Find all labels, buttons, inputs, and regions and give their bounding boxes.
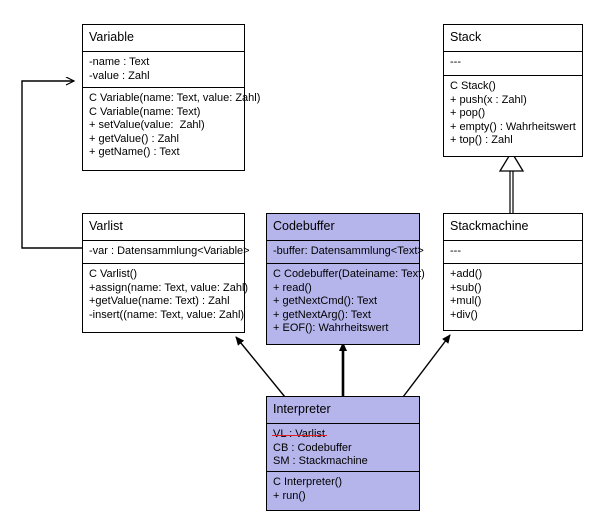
operation-row: +add() bbox=[450, 268, 483, 280]
class-operations-interpreter: C Interpreter() + run() bbox=[267, 472, 419, 510]
attribute-row: -name : Text bbox=[89, 56, 150, 68]
operation-row: + read() bbox=[273, 281, 312, 294]
operation-row: + push(x : Zahl) bbox=[450, 93, 527, 106]
class-box-interpreter[interactable]: Interpreter VL : Varlist CB : Codebuffer… bbox=[266, 396, 420, 511]
operation-row: + getNextArg(): Text bbox=[273, 308, 371, 321]
operation-row: C Stack() bbox=[450, 80, 496, 92]
operation-row: + top() : Zahl bbox=[450, 134, 513, 146]
operation-row: C Varlist() bbox=[89, 268, 138, 280]
operation-row: +mul() bbox=[450, 295, 482, 307]
class-name-codebuffer: Codebuffer bbox=[267, 214, 419, 241]
class-name-stackmachine: Stackmachine bbox=[444, 214, 582, 241]
attribute-row: CB : Codebuffer bbox=[273, 441, 352, 454]
operation-row: +div() bbox=[450, 308, 478, 321]
class-name-varlist: Varlist bbox=[83, 214, 244, 241]
attribute-row: -buffer: Datensammlung<Text> bbox=[273, 245, 424, 257]
attribute-row: --- bbox=[450, 245, 461, 257]
class-attributes-variable: -name : Text -value : Zahl bbox=[83, 52, 244, 88]
operation-row: -insert((name: Text, value: Zahl) bbox=[89, 308, 245, 321]
edge-interpreter-to-varlist bbox=[235, 336, 286, 398]
operation-row: + pop() bbox=[450, 107, 486, 119]
operation-row: + empty() : Wahrheitswert bbox=[450, 120, 576, 133]
class-box-varlist[interactable]: Varlist -var : Datensammlung<Variable> C… bbox=[82, 213, 250, 333]
class-name-stack: Stack bbox=[444, 25, 582, 52]
class-operations-codebuffer: C Codebuffer(Dateiname: Text) + read() +… bbox=[267, 264, 425, 344]
edge-varlist-to-variable bbox=[21, 81, 82, 249]
operation-row: + getName() : Text bbox=[89, 146, 180, 158]
edge-stackmachine-to-stack bbox=[498, 150, 525, 213]
operation-row: C Variable(name: Text, value: Zahl) bbox=[89, 92, 261, 104]
attribute-row: --- bbox=[450, 56, 461, 68]
class-name-variable: Variable bbox=[83, 25, 244, 52]
attribute-row-struck: VL : Varlist bbox=[272, 428, 413, 442]
class-operations-variable: C Variable(name: Text, value: Zahl) C Va… bbox=[83, 88, 261, 170]
class-operations-stackmachine: +add() +sub() +mul() +div() bbox=[444, 264, 582, 330]
operation-row: C Interpreter() bbox=[273, 476, 343, 488]
class-attributes-stackmachine: --- bbox=[444, 241, 582, 264]
class-box-stackmachine[interactable]: Stackmachine --- +add() +sub() +mul() +d… bbox=[443, 213, 583, 331]
operation-row: C Codebuffer(Dateiname: Text) bbox=[273, 268, 425, 280]
class-attributes-stack: --- bbox=[444, 52, 582, 76]
class-attributes-codebuffer: -buffer: Datensammlung<Text> bbox=[267, 241, 424, 264]
class-box-codebuffer[interactable]: Codebuffer -buffer: Datensammlung<Text> … bbox=[266, 213, 425, 345]
class-attributes-interpreter: VL : Varlist CB : Codebuffer SM : Stackm… bbox=[267, 424, 419, 472]
class-box-variable[interactable]: Variable -name : Text -value : Zahl C Va… bbox=[82, 24, 261, 171]
class-operations-stack: C Stack() + push(x : Zahl) + pop() + emp… bbox=[444, 76, 582, 156]
class-attributes-varlist: -var : Datensammlung<Variable> bbox=[83, 241, 250, 264]
operation-row: + getNextCmd(): Text bbox=[273, 295, 378, 307]
attribute-row: -value : Zahl bbox=[89, 69, 150, 82]
operation-row: +sub() bbox=[450, 281, 482, 294]
operation-row: + EOF(): Wahrheitswert bbox=[273, 322, 389, 334]
attribute-row: -var : Datensammlung<Variable> bbox=[89, 245, 250, 257]
operation-row: + getValue() : Zahl bbox=[89, 132, 179, 145]
class-operations-varlist: C Varlist() +assign(name: Text, value: Z… bbox=[83, 264, 249, 332]
operation-row: + setValue(value: Zahl) bbox=[89, 119, 205, 131]
class-box-stack[interactable]: Stack --- C Stack() + push(x : Zahl) + p… bbox=[443, 24, 583, 157]
operation-row: C Variable(name: Text) bbox=[89, 105, 201, 118]
struck-attribute-text: VL : Varlist bbox=[272, 428, 327, 440]
class-name-interpreter: Interpreter bbox=[267, 397, 419, 424]
operation-row: +getValue(name: Text) : Zahl bbox=[89, 295, 230, 307]
operation-row: + run() bbox=[273, 489, 306, 502]
attribute-row: SM : Stackmachine bbox=[273, 455, 368, 467]
operation-row: +assign(name: Text, value: Zahl) bbox=[89, 281, 249, 294]
